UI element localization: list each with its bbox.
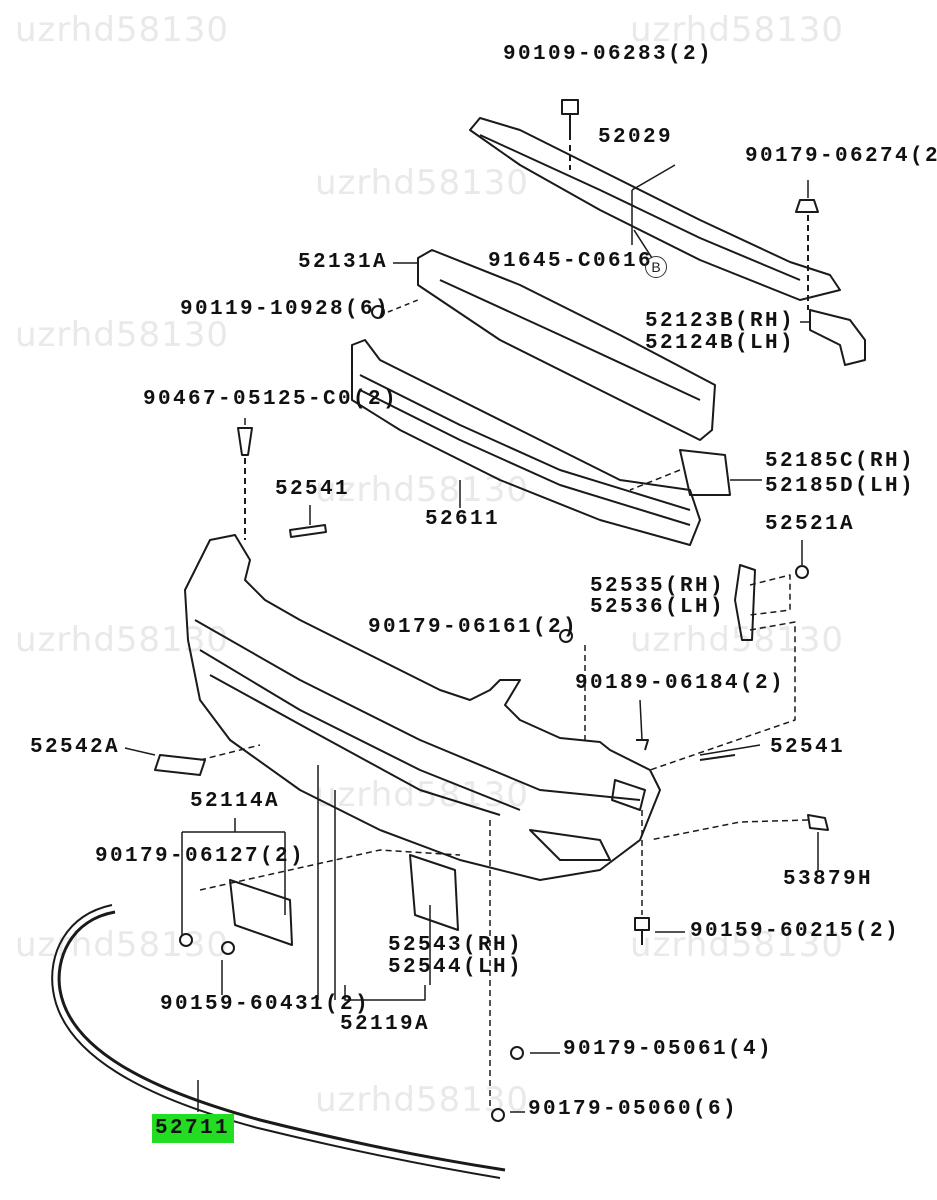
bolt-icon [371, 305, 385, 319]
highlighted-part-label: 52711 [152, 1114, 235, 1143]
watermark: uzrhd58130 [15, 315, 230, 355]
part-label: 90159-60215(2) [690, 920, 901, 943]
watermark: uzrhd58130 [15, 925, 230, 965]
watermark: uzrhd58130 [315, 163, 530, 203]
clip-icon [237, 427, 253, 456]
screw-icon [179, 933, 193, 947]
part-label: 53879H [783, 868, 874, 891]
part-label: 52185C(RH) [765, 450, 916, 473]
part-label: 52029 [598, 126, 674, 149]
bracket-52185c [679, 449, 731, 496]
part-label: 90179-05061(4) [563, 1038, 774, 1061]
part-label: 90119-10928(6) [180, 298, 391, 321]
part-label: 90179-06274(2) [745, 145, 937, 168]
bolt-icon [634, 917, 650, 945]
part-label: 90179-06161(2) [368, 616, 579, 639]
bolt-icon [221, 941, 235, 955]
part-label: 52131A [298, 251, 389, 274]
part-label: 52124B(LH) [645, 332, 796, 355]
part-label: 91645-C0616 [488, 250, 654, 273]
screw-icon [559, 629, 573, 643]
nut-icon [795, 199, 819, 213]
screw-icon [491, 1108, 505, 1122]
clip-icon [807, 814, 829, 831]
part-label: 52123B(RH) [645, 310, 796, 333]
part-label: 90179-06127(2) [95, 845, 306, 868]
part-label: 90109-06283(2) [503, 43, 714, 66]
part-label: 52544(LH) [388, 956, 524, 979]
watermark: uzrhd58130 [15, 10, 230, 50]
part-label: 52541 [770, 736, 846, 759]
part-label: 90159-60431(2) [160, 993, 371, 1016]
energy-absorber-52131a [417, 249, 716, 441]
clip-icon [795, 565, 809, 579]
part-label: 52542A [30, 736, 121, 759]
bracket-52114a [229, 879, 293, 946]
bumper-reinforcement-52611 [351, 339, 701, 546]
part-label: 90189-06184(2) [575, 672, 786, 695]
part-label: 90179-05060(6) [528, 1098, 739, 1121]
bracket-52123b [809, 309, 866, 366]
part-label: 52535(RH) [590, 575, 726, 598]
spoiler-52711 [51, 904, 506, 1179]
bracket-52543 [409, 854, 459, 931]
screw-icon [636, 739, 649, 751]
part-label: 52541 [275, 478, 351, 501]
watermark: uzrhd58130 [15, 620, 230, 660]
part-label: 52119A [340, 1013, 431, 1036]
part-label: 52114A [190, 790, 281, 813]
watermark: uzrhd58130 [315, 775, 530, 815]
upper-support-52029 [469, 117, 841, 301]
part-label: 52611 [425, 508, 501, 531]
retainer-52535 [734, 564, 756, 641]
bolt-icon [561, 99, 579, 140]
part-label: 90467-05125-C0(2) [143, 388, 399, 411]
part-label: 52543(RH) [388, 934, 524, 957]
watermark: uzrhd58130 [630, 10, 845, 50]
part-label: 52185D(LH) [765, 475, 916, 498]
screw-icon [510, 1046, 524, 1060]
part-label: 52521A [765, 513, 856, 536]
watermark: uzrhd58130 [630, 620, 845, 660]
bumper-cover [184, 534, 661, 881]
reference-marker: B [645, 256, 667, 278]
part-label: 52536(LH) [590, 596, 726, 619]
